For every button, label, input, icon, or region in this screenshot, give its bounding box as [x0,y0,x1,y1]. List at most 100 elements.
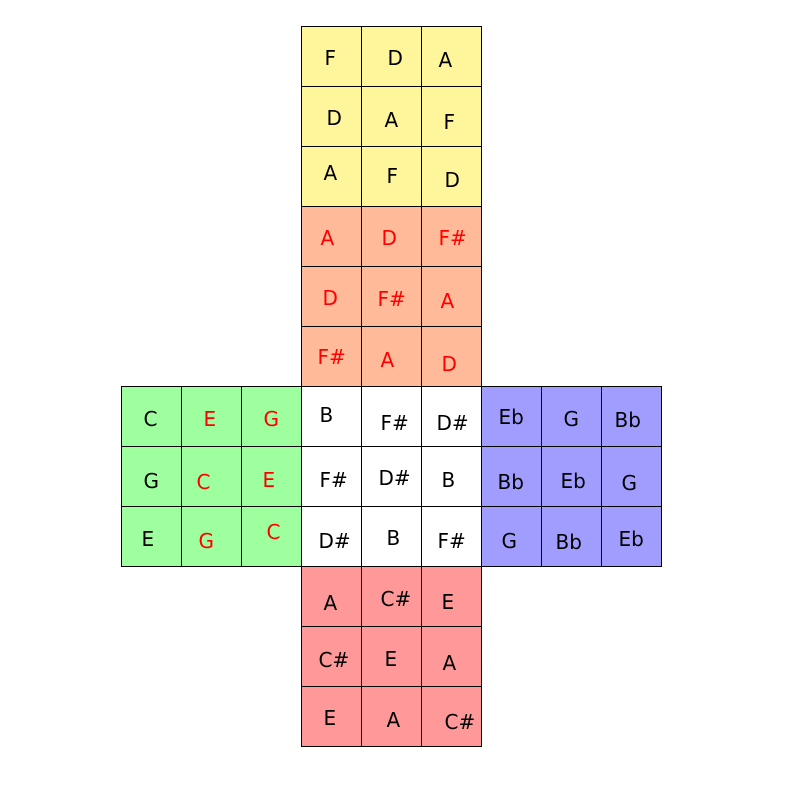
note-label: D [441,351,457,376]
grid-cell: C# [420,685,482,747]
note-label: G [563,406,580,431]
note-label: B [441,467,456,492]
grid-cell: G [540,385,602,447]
grid-cell: F# [420,205,482,267]
grid-cell: F# [300,325,362,387]
note-label: A [323,160,338,185]
grid-cell: E [360,625,422,687]
grid-cell: A [360,85,422,147]
grid-cell: B [300,385,362,447]
note-label: F# [380,410,409,435]
grid-cell: F# [420,505,482,567]
note-label: E [203,406,217,431]
grid-cell: A [420,265,482,327]
note-label: E [384,646,398,671]
note-label: E [323,705,337,730]
note-label: A [380,347,395,372]
note-label: F# [438,225,467,250]
grid-cell: F# [360,265,422,327]
grid-cell: A [300,565,362,627]
face-right-purple: Eb G Bb Bb Eb G G Bb Eb [480,385,662,567]
note-label: G [621,470,638,495]
grid-cell: B [360,505,422,567]
note-label: A [442,650,457,675]
grid-cell: A [300,145,362,207]
face-upper-orange: A D F# D F# A F# A D [300,205,482,387]
note-label: E [262,467,276,492]
note-label: D [322,285,338,310]
grid-cell: F [420,85,482,147]
note-label: A [440,288,455,313]
grid-cell: A [300,205,362,267]
grid-cell: F# [300,445,362,507]
note-label: A [386,707,401,732]
face-bottom-pink: A C# E C# E A E A C# [300,565,482,747]
note-label: Eb [618,526,644,551]
grid-cell: Bb [480,445,542,507]
note-label: D# [318,528,351,553]
grid-cell: D# [420,385,482,447]
grid-cell: E [240,445,302,507]
note-label: B [386,525,401,550]
grid-cell: D [300,265,362,327]
grid-cell: C [120,385,182,447]
grid-cell: G [240,385,302,447]
grid-cell: E [300,685,362,747]
grid-cell: B [420,445,482,507]
grid-cell: F [300,25,362,87]
face-center-white: B F# D# F# D# B D# B F# [300,385,482,567]
grid-cell: G [480,505,542,567]
grid-cell: D [420,145,482,207]
grid-cell: Eb [480,385,542,447]
note-label: F# [437,528,466,553]
note-label: A [320,225,335,250]
grid-cell: D [420,325,482,387]
grid-cell: C# [360,565,422,627]
note-label: D [387,45,403,70]
note-label: Eb [560,468,586,493]
grid-cell: Eb [600,505,662,567]
note-label: E [441,589,455,614]
note-label: E [141,526,155,551]
note-label: D [381,225,397,250]
note-label: G [198,528,215,553]
note-label: F# [317,344,346,369]
note-label: C [266,519,281,544]
note-label: B [319,402,334,427]
grid-cell: C [180,445,242,507]
grid-cell: A [360,685,422,747]
grid-cell: A [360,325,422,387]
grid-cell: G [600,445,662,507]
note-label: F# [319,467,348,492]
note-label: D [444,167,460,192]
grid-cell: F [360,145,422,207]
note-label: D# [436,410,469,435]
grid-cell: D [360,205,422,267]
note-label: D [326,105,342,130]
note-label: F [443,109,456,134]
grid-cell: D# [300,505,362,567]
grid-cell: Bb [540,505,602,567]
note-label: D# [378,465,411,490]
grid-cell: A [420,25,482,87]
note-label: Eb [498,404,524,429]
grid-cell: F# [360,385,422,447]
note-label: C# [444,709,476,734]
face-left-green: C E G G C E E G C [120,385,302,567]
note-label: C [196,469,211,494]
note-label: F [386,163,399,188]
note-label: F [324,45,337,70]
note-label: Bb [497,469,524,494]
note-label: C [143,406,158,431]
note-label: G [263,406,280,431]
note-label: Bb [555,529,582,554]
note-label: C# [318,647,350,672]
note-label: A [384,107,399,132]
note-label: G [501,528,518,553]
note-label: Bb [614,407,641,432]
note-label: A [438,47,453,72]
grid-cell: G [120,445,182,507]
note-label: A [323,590,338,615]
face-top-yellow: F D A D A F A F D [300,25,482,207]
grid-cell: C [240,505,302,567]
